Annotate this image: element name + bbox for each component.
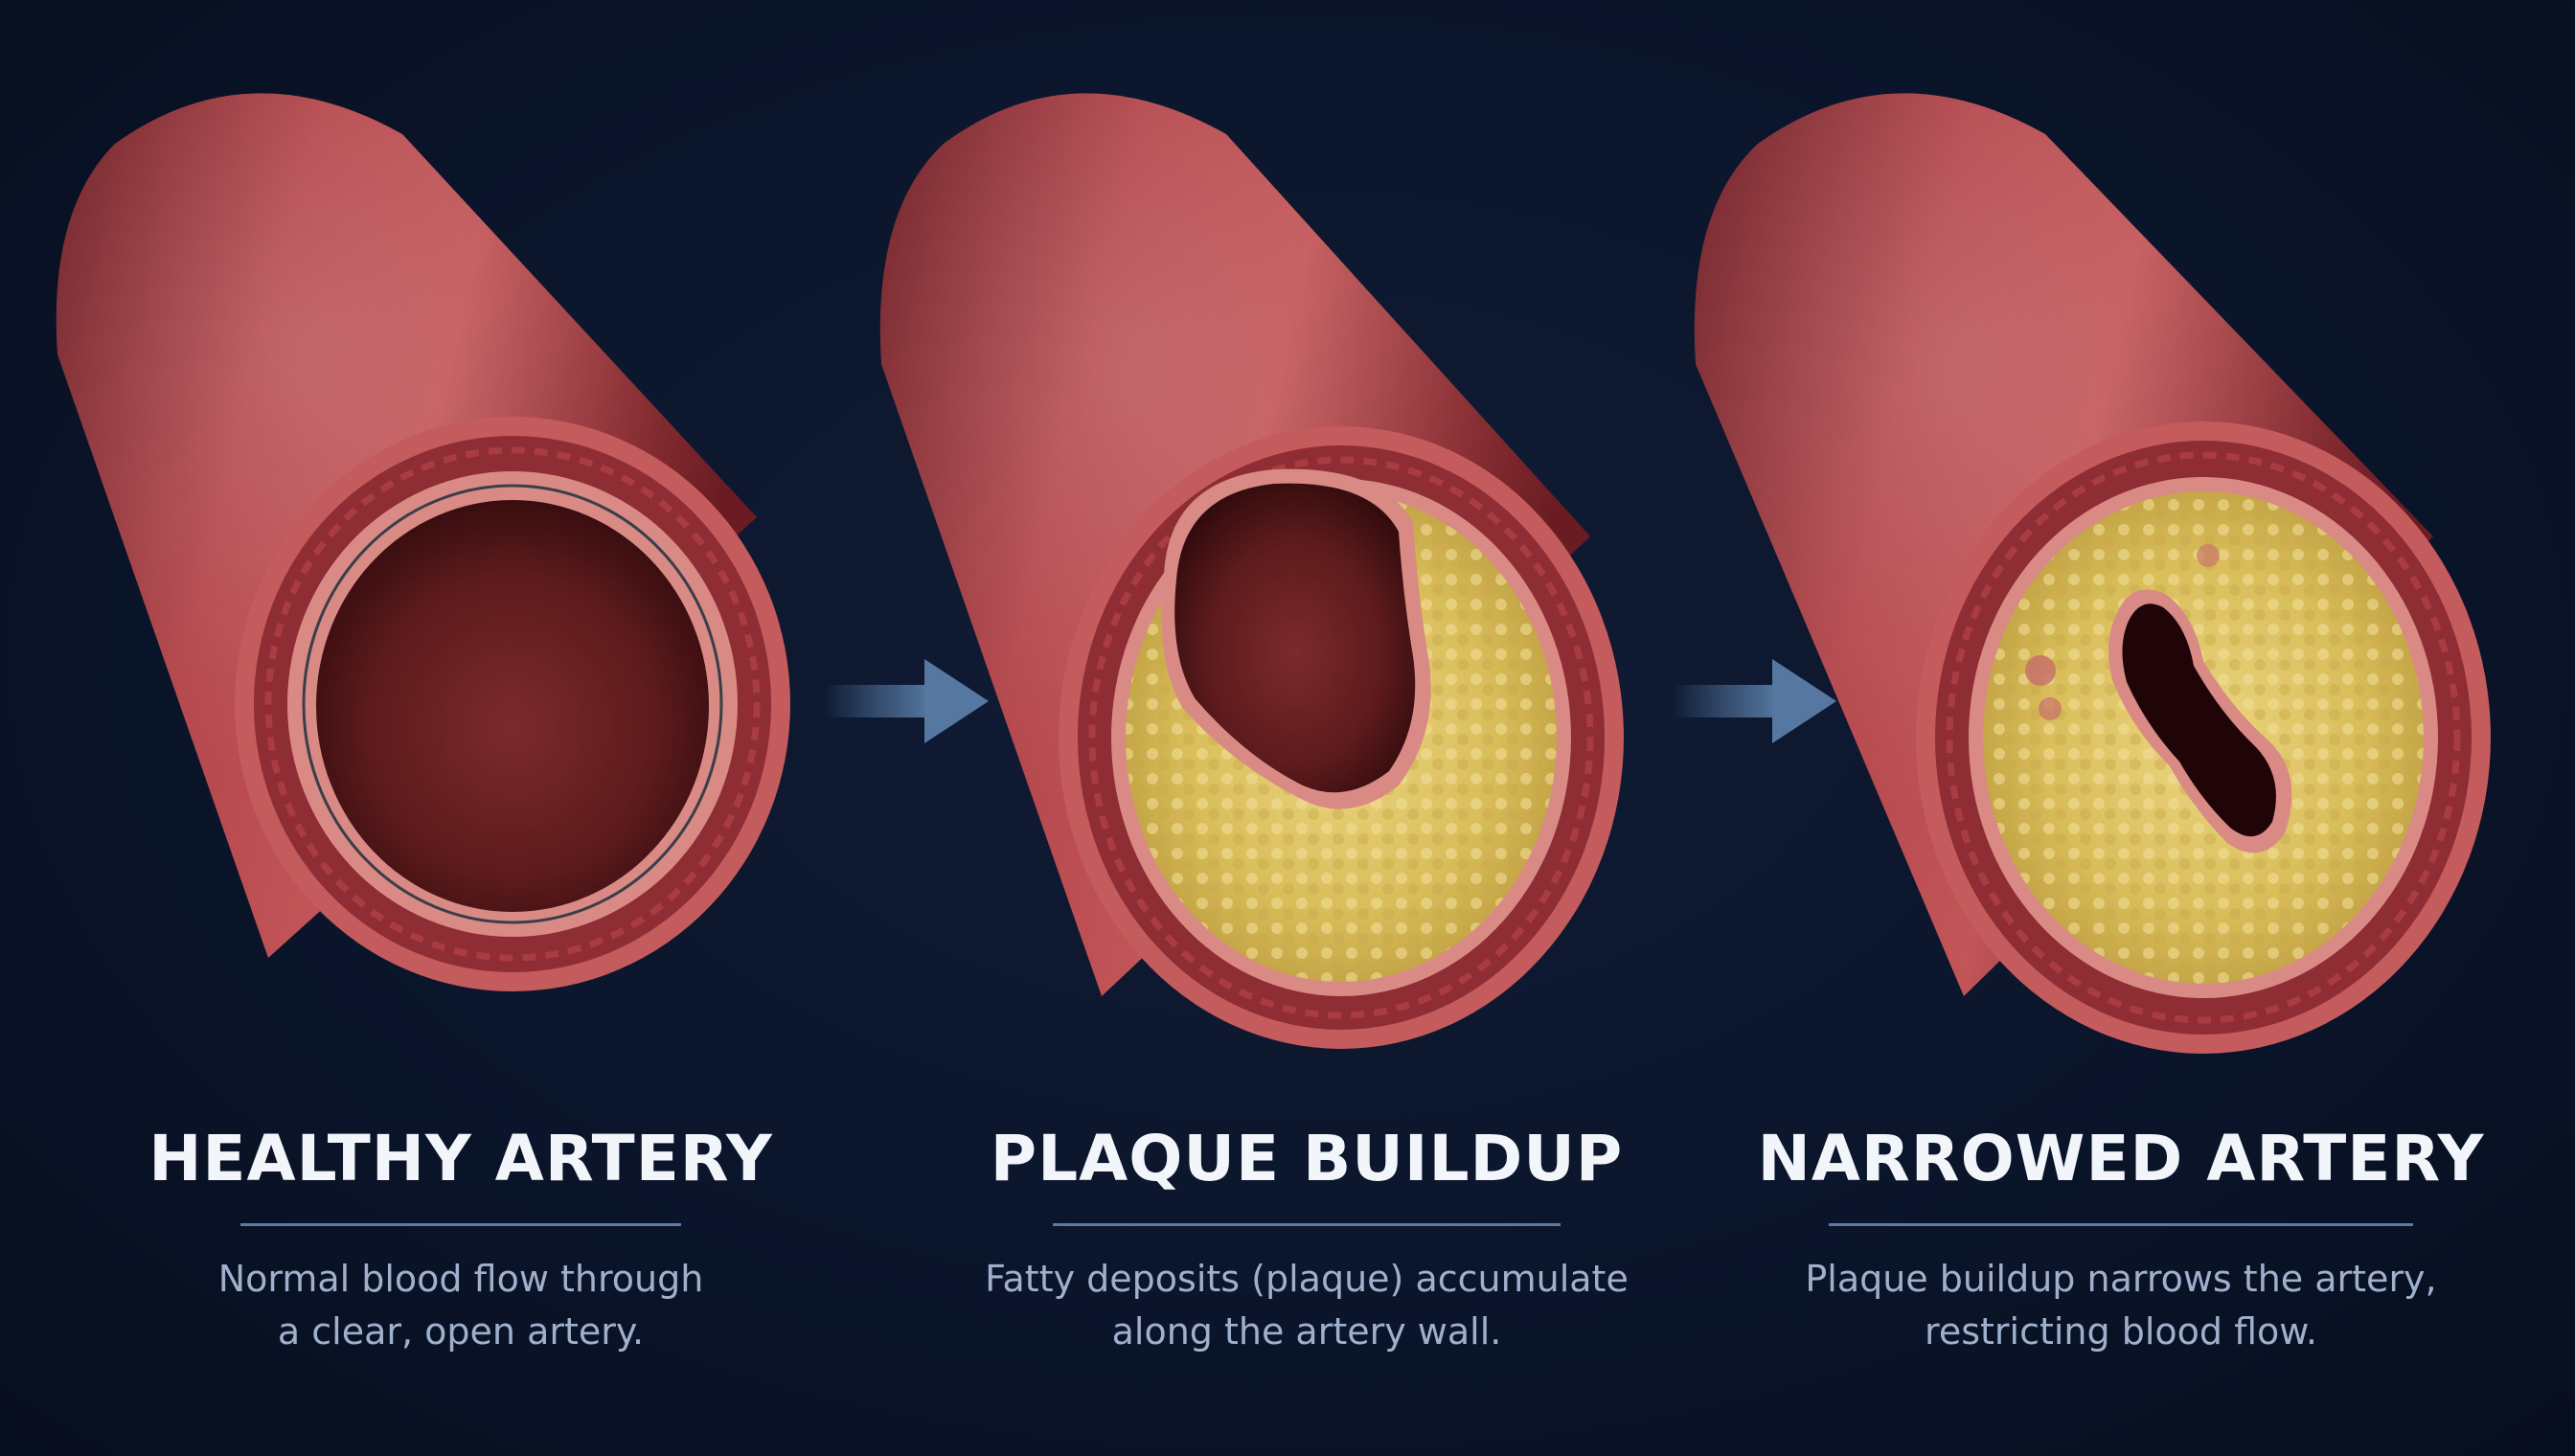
title-divider	[1053, 1223, 1561, 1226]
panel-description: Normal blood flow through a clear, open …	[78, 1253, 844, 1358]
description-line: Plaque buildup narrows the artery,	[1805, 1258, 2437, 1300]
panel-title: HEALTHY ARTERY	[148, 1122, 773, 1195]
title-divider	[240, 1223, 681, 1226]
healthy-artery-caption: HEALTHY ARTERY Normal blood flow through…	[78, 1116, 844, 1358]
description-line: a clear, open artery.	[277, 1310, 645, 1353]
plaque-buildup-illustration	[879, 93, 1624, 1049]
arrow-right-icon	[824, 659, 989, 743]
panel-title: NARROWED ARTERY	[1757, 1122, 2485, 1195]
panel-description: Plaque buildup narrows the artery, restr…	[1738, 1253, 2504, 1358]
healthy-artery-illustration	[56, 93, 790, 991]
narrowed-artery-caption: NARROWED ARTERY Plaque buildup narrows t…	[1738, 1116, 2504, 1358]
description-line: Normal blood flow through	[217, 1258, 704, 1300]
description-line: along the artery wall.	[1111, 1310, 1502, 1353]
description-line: restricting blood flow.	[1925, 1310, 2317, 1353]
arrow-right-icon	[1672, 659, 1836, 743]
title-divider	[1829, 1223, 2413, 1226]
narrowed-artery-illustration	[1694, 93, 2491, 1054]
description-line: Fatty deposits (plaque) accumulate	[985, 1258, 1629, 1300]
panel-title: PLAQUE BUILDUP	[990, 1122, 1624, 1195]
panel-description: Fatty deposits (plaque) accumulate along…	[923, 1253, 1690, 1358]
plaque-buildup-caption: PLAQUE BUILDUP Fatty deposits (plaque) a…	[923, 1116, 1690, 1358]
